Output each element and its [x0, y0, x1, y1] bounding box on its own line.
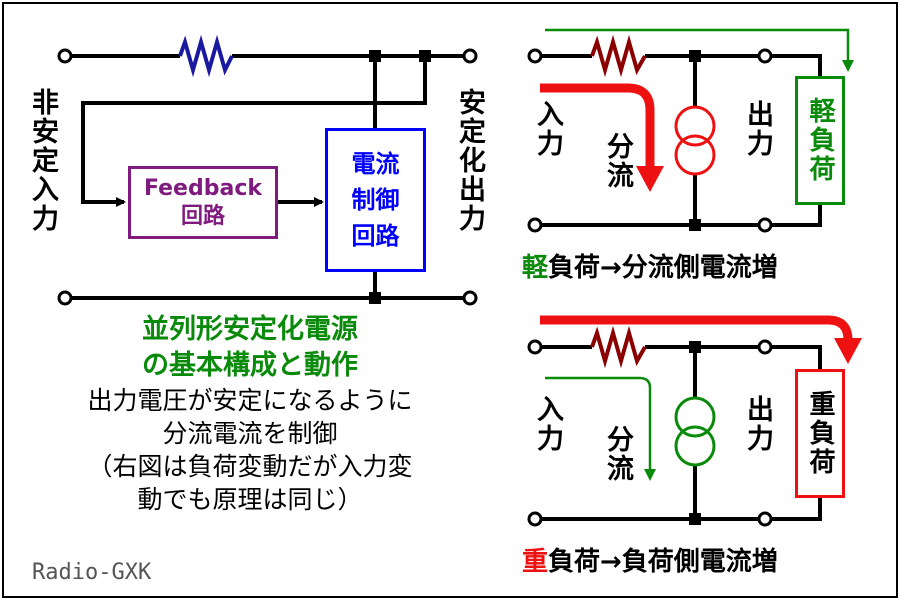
sense-wire [81, 56, 427, 207]
br-input-label: 入力 [532, 395, 563, 453]
junction-dot [689, 50, 701, 62]
control-box-line1: 電流 [351, 150, 400, 178]
tr-shunt-label: 分流 [602, 132, 633, 190]
feedback-box-line1: Feedback [144, 175, 262, 201]
shunt-current-arrowhead [636, 166, 664, 192]
junction-dot [369, 292, 381, 304]
br-output-label: 出力 [742, 395, 773, 453]
br-note: 重負荷→負荷側電流増 [522, 541, 778, 578]
junction-dot [419, 50, 431, 62]
output-terminal [757, 48, 773, 64]
control-box-line3: 回路 [351, 222, 400, 250]
credit-label: Radio-GXK [32, 560, 152, 585]
series-resistor-left [178, 34, 234, 78]
top-right-circuit [527, 28, 854, 233]
br-note-rest: 負荷→負荷側電流増 [548, 547, 778, 577]
load-current-arrow [545, 28, 854, 72]
wire [765, 205, 822, 227]
caption-line2: 分流電流を制御 [162, 419, 338, 448]
current-source-circle [674, 425, 716, 467]
junction-dot [369, 50, 381, 62]
wire [765, 54, 822, 76]
load-current-arrow [540, 315, 853, 342]
input-terminal [57, 290, 73, 306]
input-terminal [527, 48, 543, 64]
tr-input-label: 入力 [532, 100, 563, 158]
current-source-circle [674, 134, 716, 176]
series-resistor [590, 34, 647, 78]
caption-line3: （右図は負荷変動だが入力変 [87, 452, 413, 481]
br-load-label: 重負荷 [805, 390, 835, 477]
output-terminal [462, 48, 478, 64]
caption: 並列形安定化電源 の基本構成と動作 出力電圧が安定になるように 分流電流を制御 … [20, 312, 480, 516]
caption-line4: 動でも原理は同じ） [137, 485, 363, 514]
series-resistor [590, 325, 647, 369]
current-source-circle [674, 105, 716, 147]
wire [765, 498, 822, 521]
caption-line1: 出力電圧が安定になるように [87, 386, 413, 415]
output-terminal [757, 511, 773, 527]
output-terminal [462, 290, 478, 306]
current-source-circle [674, 396, 716, 438]
current-control-circuit-box: 電流 制御 回路 [325, 128, 426, 272]
tr-light-load-box: 軽負荷 [795, 76, 845, 205]
load-current-arrowhead [834, 338, 862, 364]
tr-load-label: 軽負荷 [805, 97, 835, 184]
wire [765, 345, 822, 369]
br-heavy-load-box: 重負荷 [795, 369, 845, 498]
input-terminal [527, 217, 543, 233]
unstable-input-label: 非安定入力 [27, 88, 58, 233]
br-note-highlight: 重 [522, 547, 549, 577]
bottom-right-circuit [527, 315, 862, 527]
tr-note-rest: 負荷→分流側電流増 [548, 253, 778, 283]
junction-dot [689, 219, 701, 231]
output-terminal [757, 217, 773, 233]
output-terminal [757, 339, 773, 355]
input-terminal [527, 339, 543, 355]
input-terminal [57, 48, 73, 64]
junction-dot [689, 341, 701, 353]
tr-note: 軽負荷→分流側電流増 [522, 247, 778, 284]
input-terminal [527, 511, 543, 527]
br-shunt-label: 分流 [602, 425, 633, 483]
control-box-line2: 制御 [351, 186, 400, 214]
stabilized-output-label: 安定化出力 [454, 88, 485, 233]
junction-dot [689, 513, 701, 525]
feedback-box-line2: 回路 [180, 203, 225, 229]
tr-note-highlight: 軽 [522, 253, 549, 283]
shunt-current-arrow [540, 83, 655, 168]
feedback-circuit-box: Feedback 回路 [128, 166, 278, 239]
caption-title-line1: 並列形安定化電源 [142, 314, 358, 345]
shunt-current-arrow [545, 376, 656, 481]
caption-title-line2: の基本構成と動作 [142, 350, 358, 381]
tr-output-label: 出力 [742, 100, 773, 158]
